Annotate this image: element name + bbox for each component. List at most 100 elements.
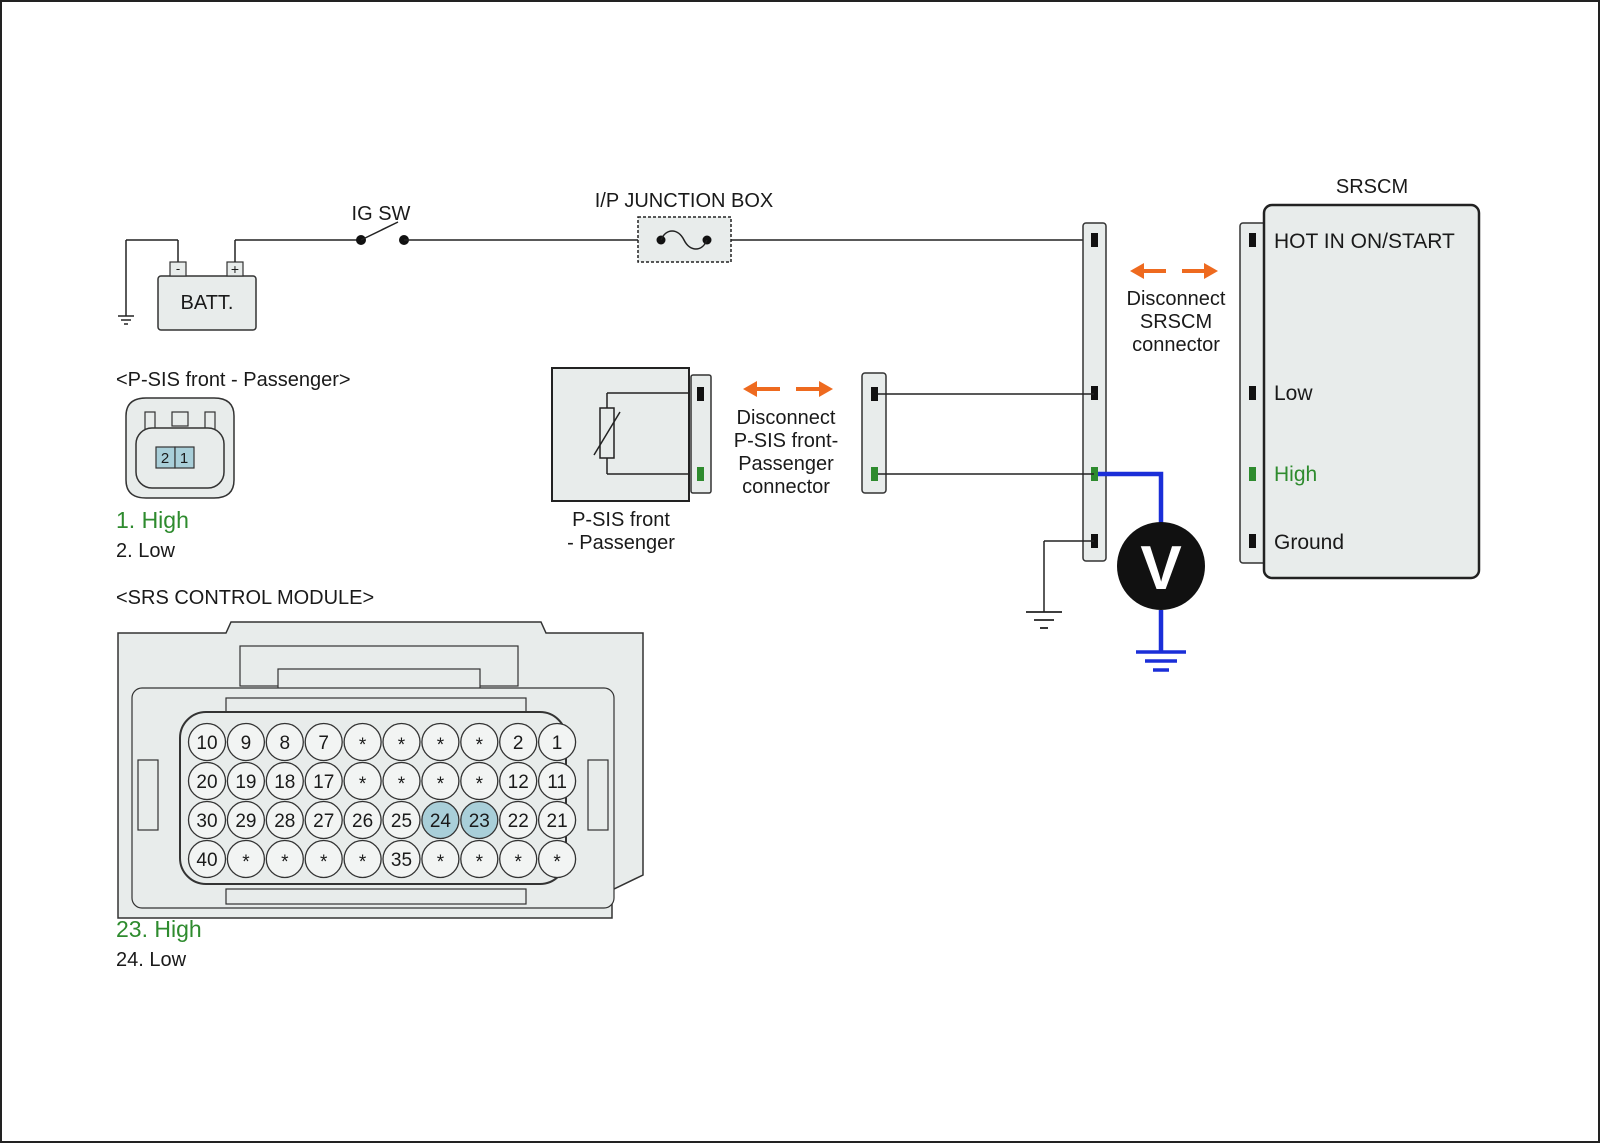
disconnect-psis-arrow: [743, 381, 833, 397]
srs-pin-3-9: [537, 839, 577, 879]
srs-pin-label: *: [437, 852, 445, 873]
srs-pin-2-0: [187, 800, 227, 840]
srs-pin-0-3: [304, 722, 343, 762]
srs-pin-1-9: [537, 761, 577, 801]
srs-pin-2-6: [421, 800, 460, 840]
voltmeter-label: V: [1140, 534, 1181, 603]
battery-minus-label: -: [176, 261, 180, 276]
srs-pin-1-7: [460, 761, 499, 801]
srs-pin-label: *: [398, 774, 406, 795]
srs-pin-2-8: [499, 800, 538, 840]
srscm-title: SRSCM: [1336, 176, 1408, 198]
ignition-switch: IG SW: [352, 203, 411, 245]
srs-pin-label: 29: [235, 811, 256, 832]
probe-wire-positive: [1098, 471, 1164, 527]
srs-pin-label: 26: [352, 811, 373, 832]
psis-connector-face: 2 1: [125, 397, 235, 499]
srscm-pin-hot-label: HOT IN ON/START: [1274, 230, 1455, 253]
srs-pin-label: 30: [196, 811, 217, 832]
psis-sensor: P-SIS front - Passenger: [551, 367, 712, 554]
srs-pin-label: 19: [235, 772, 256, 793]
srs-pin-0-5: [382, 722, 421, 762]
srs-pin-2-7: [460, 800, 499, 840]
psis-label-line2: - Passenger: [567, 532, 675, 554]
srs-pin-label: 28: [274, 811, 295, 832]
srs-pin-3-8: [499, 839, 538, 879]
srs-pin-0-8: [499, 722, 538, 762]
svg-text:1: 1: [180, 450, 188, 467]
disconnect-srscm-line1: Disconnect: [1127, 288, 1226, 310]
srs-pin-1-1: [226, 761, 266, 801]
psis-connector-title: <P-SIS front - Passenger>: [116, 369, 351, 391]
srs-pin-0-6: [421, 722, 460, 762]
srs-pin-label: 18: [274, 772, 295, 793]
srs-module-title: <SRS CONTROL MODULE>: [116, 587, 374, 609]
srs-pin-label: 12: [508, 772, 529, 793]
srs-pin-label: 9: [241, 733, 252, 754]
disconnect-psis-line2: P-SIS front-: [734, 430, 838, 452]
srs-pin-label: *: [476, 735, 484, 756]
disconnect-srscm-line3: connector: [1132, 334, 1220, 356]
psis-harness-connector: [861, 372, 887, 494]
srs-pin-1-0: [187, 761, 227, 801]
srs-pin-label: 24: [430, 811, 452, 832]
srs-pin-label: 40: [196, 850, 217, 871]
srs-pin-label: 21: [547, 811, 568, 832]
srscm-pin-high-label: High: [1274, 463, 1317, 486]
srs-pin-0-4: [343, 722, 382, 762]
srs-pin-2-1: [226, 800, 266, 840]
srs-pin-0-2: [265, 722, 304, 762]
disconnect-srscm-arrow: [1130, 263, 1218, 279]
junction-box-label: I/P JUNCTION BOX: [595, 190, 774, 212]
srs-pin-label: *: [320, 852, 328, 873]
srs-pin-label: *: [476, 852, 484, 873]
battery-label: BATT.: [181, 292, 234, 314]
voltmeter: V: [1098, 471, 1205, 672]
srs-pin-3-0: [187, 839, 227, 879]
srscm-harness-connector: [1082, 222, 1107, 562]
srs-pin-label: *: [437, 735, 445, 756]
srs-pin-3-7: [460, 839, 499, 879]
srs-pin-label: *: [359, 774, 367, 795]
srs-pin-3-3: [304, 839, 343, 879]
srs-pin-2-2: [265, 800, 304, 840]
srs-pin-2-5: [382, 800, 421, 840]
srs-pin-label: 2: [513, 733, 524, 754]
srs-pin-1-6: [421, 761, 460, 801]
srs-pin-label: *: [281, 852, 289, 873]
srs-pin-1-8: [499, 761, 538, 801]
srs-pin-1-3: [304, 761, 343, 801]
battery-plus-label: +: [231, 261, 239, 277]
voltmeter-icon: [1117, 522, 1205, 610]
srs-pin-3-6: [421, 839, 460, 879]
srs-legend-low: 24. Low: [116, 949, 187, 971]
ig-sw-label: IG SW: [352, 203, 411, 225]
psis-legend-low: 2. Low: [116, 540, 175, 562]
disconnect-psis-line4: connector: [742, 476, 830, 498]
srs-pin-label: 17: [313, 772, 334, 793]
srs-pin-0-7: [460, 722, 499, 762]
srs-pin-2-4: [343, 800, 382, 840]
srs-pin-0-1: [226, 722, 266, 762]
srs-pin-1-5: [382, 761, 421, 801]
srs-pin-label: *: [553, 852, 561, 873]
battery: - + BATT.: [118, 239, 257, 331]
srs-pin-label: *: [437, 774, 445, 795]
svg-text:2: 2: [161, 450, 169, 467]
srs-pin-label: 10: [196, 733, 217, 754]
srs-pin-label: 1: [552, 733, 563, 754]
srs-pin-0-0: [187, 722, 227, 762]
srs-pin-2-3: [304, 800, 343, 840]
srs-pin-label: 8: [280, 733, 291, 754]
srs-pin-label: *: [242, 852, 250, 873]
srs-pin-3-1: [226, 839, 266, 879]
srscm-pin-low-label: Low: [1274, 382, 1313, 405]
psis-legend-high: 1. High: [116, 507, 189, 533]
battery-minus-terminal: [169, 261, 187, 277]
disconnect-psis-line3: Passenger: [738, 453, 834, 475]
srs-pin-3-5: [382, 839, 421, 879]
